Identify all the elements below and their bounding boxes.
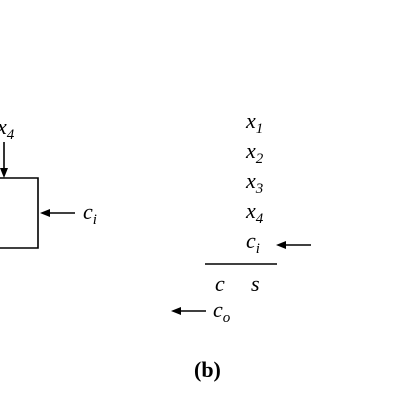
operand-row-4: x4 <box>245 198 264 227</box>
carry-out-label: co <box>213 297 231 326</box>
right-input-arrowhead <box>40 209 50 217</box>
carry-out-arrowhead <box>171 307 181 315</box>
operand-row-2: x2 <box>245 138 264 167</box>
carry-in-arrowhead <box>276 241 286 249</box>
right-input-label: ci <box>83 199 97 228</box>
compressor-block-panel: x4 ci <box>0 114 97 249</box>
dot-notation-panel: x1 x2 x3 x4 ci c s co (b) <box>171 108 311 382</box>
carry-label: c <box>215 271 225 296</box>
sum-label: s <box>251 271 260 296</box>
top-input-label: x4 <box>0 114 15 143</box>
operand-row-1: x1 <box>245 108 263 137</box>
operand-row-5: ci <box>246 228 260 257</box>
top-input-arrowhead <box>0 168 8 178</box>
compressor-block <box>0 177 39 249</box>
operand-row-3: x3 <box>245 168 263 197</box>
panel-caption: (b) <box>194 357 221 382</box>
